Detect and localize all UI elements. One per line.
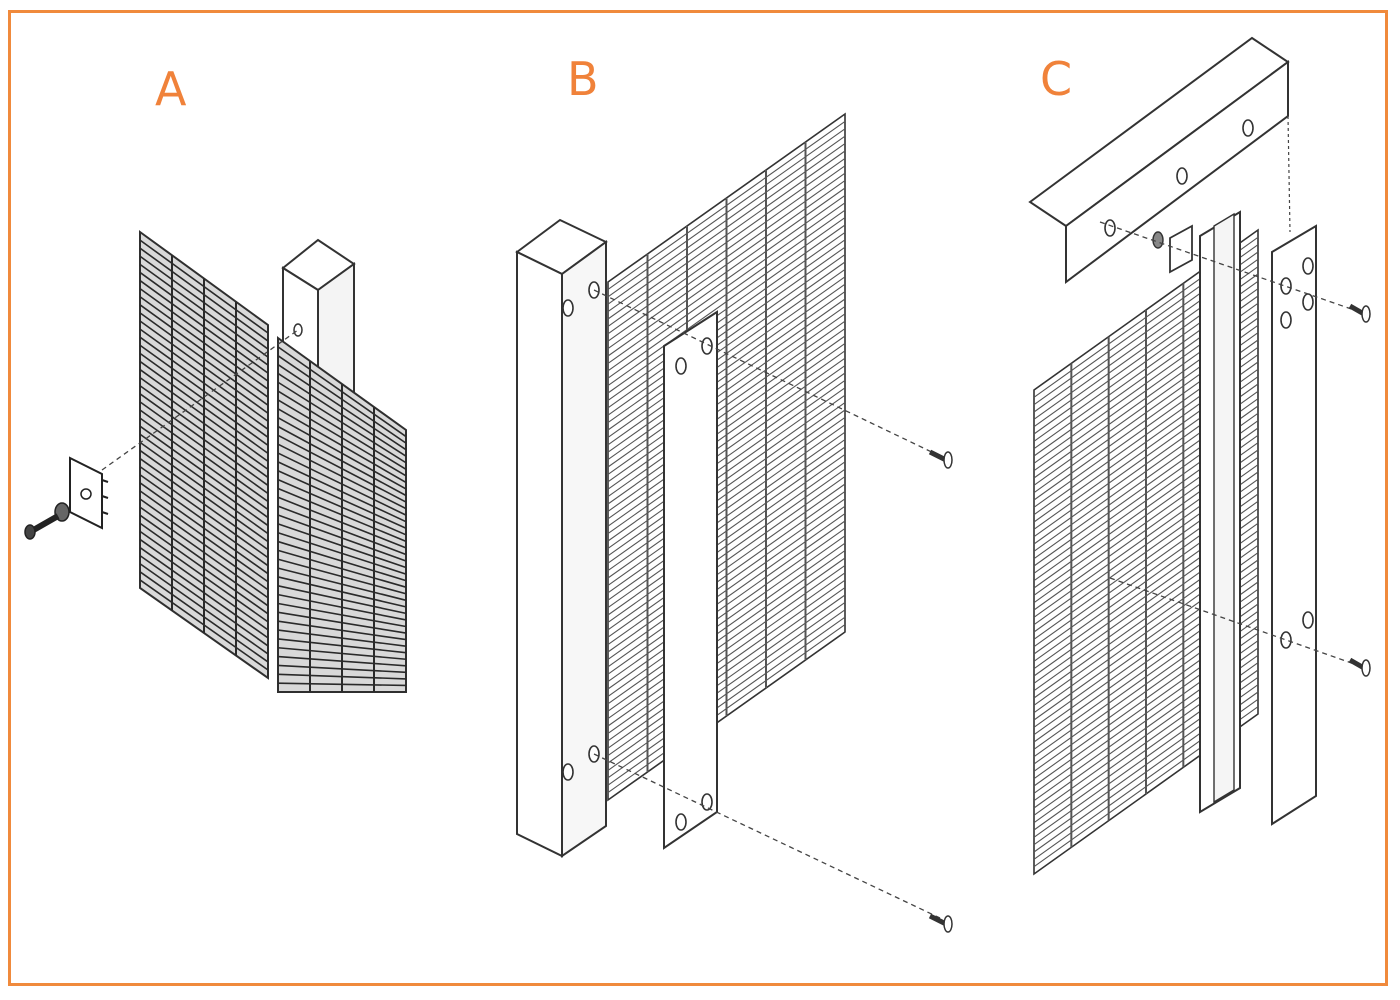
label-c: C (1040, 52, 1073, 106)
bolt-c-bottom (1348, 657, 1371, 677)
cover-plate-b (663, 310, 718, 850)
bolt-c-top (1348, 303, 1371, 323)
bolt-b-top (928, 449, 953, 469)
label-a: A (155, 62, 187, 116)
mesh-panel-right (277, 336, 407, 693)
bracket-nut-c (1152, 224, 1193, 274)
assembly-line-b-bottom (593, 753, 941, 919)
bolt-b-bottom (928, 913, 953, 933)
assembly-line-a (101, 329, 299, 471)
assembly-a (24, 230, 407, 693)
bolt-a (24, 502, 70, 540)
assembly-b (515, 112, 953, 933)
channel-post-c (1199, 210, 1317, 826)
assembly-line-c-top (1099, 221, 1361, 313)
assembly-c (1028, 36, 1371, 876)
square-post-b (515, 218, 608, 858)
assembly-line-c-bottom (1109, 577, 1361, 667)
mesh-panel-b (607, 112, 846, 802)
label-b: B (567, 52, 599, 106)
clamp-plate-a (69, 456, 109, 530)
alignment-line-c (1287, 115, 1291, 233)
mesh-panel-left (139, 230, 269, 680)
assembly-line-b-top (593, 289, 941, 457)
angle-cap-c (1028, 36, 1290, 284)
